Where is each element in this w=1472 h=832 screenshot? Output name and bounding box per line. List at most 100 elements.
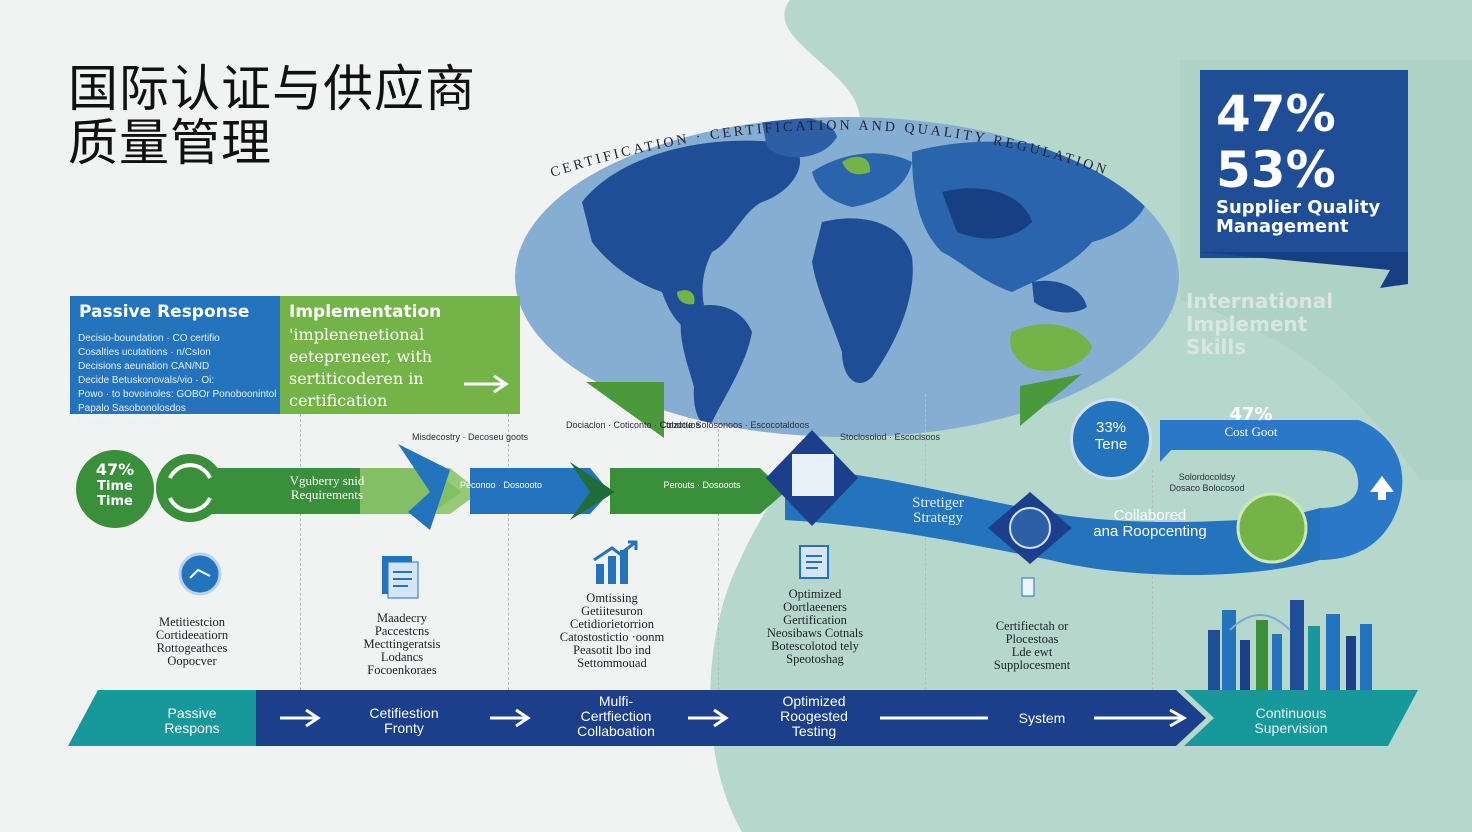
step-line: Oortlaeeners — [783, 600, 847, 614]
time-badge: 47% Time Time — [76, 450, 154, 528]
step-line: Oopocver — [167, 654, 217, 668]
band-item-1: Passive Respons — [132, 706, 252, 736]
green-accent-2 — [677, 290, 695, 305]
clipboard-icon — [799, 545, 829, 579]
collab-line-1: Collabored — [1113, 507, 1187, 524]
arrow-label: Dociaclon · Coticonto · Ctozotuos — [566, 420, 701, 430]
req-line-2: Requirements — [290, 487, 364, 502]
step-line: Getiitesuron — [581, 604, 643, 618]
arrow-right-icon — [1094, 708, 1188, 728]
step-line: Lde ewt — [1011, 645, 1053, 659]
band-middle — [256, 690, 1206, 746]
flow-curve — [1160, 420, 1403, 560]
international-skills-label: International Implement Skills — [1186, 290, 1333, 359]
step-line: Omtissing — [586, 591, 638, 605]
impl-line: certification — [289, 391, 388, 410]
requirements-label: Vguberry snid Requirements — [262, 474, 392, 502]
europe — [812, 153, 912, 207]
cost-percent: 47% — [1229, 404, 1273, 425]
asia-dark — [942, 188, 1032, 239]
title-line-1: 国际认证与供应商 — [68, 60, 476, 118]
strategy-label: Stretiger Strategy — [898, 496, 978, 526]
step-line: Metitiestcion — [159, 615, 225, 629]
time-badge-line2: Time — [97, 494, 133, 509]
band-line: Continuous — [1255, 705, 1327, 721]
handshake-circle — [1236, 492, 1308, 564]
cost-line-2: Cost Goot — [1224, 424, 1278, 439]
collaboration-label: Collabored ana Roopcenting — [1070, 508, 1230, 540]
step-label-3: Omtissing Getiitesuron Cetidiorietorrion… — [544, 592, 680, 670]
bottom-band — [68, 690, 1418, 746]
step-line: Speotoshag — [786, 652, 844, 666]
step-label-4: Optimized Oortlaeeners Gertification Neo… — [750, 588, 880, 666]
step-label-2: Maadecry Paccestcns Mecttingeratsis Loda… — [340, 612, 464, 677]
impl-panel-header: Implementation — [289, 302, 442, 322]
step-label-5: Certifiectah or Plocestoas Lde ewt Suppl… — [970, 620, 1094, 672]
flow-blue-chevron — [398, 444, 450, 530]
south-america — [680, 304, 752, 425]
step-line: Maadecry — [377, 611, 427, 625]
guide-line — [300, 414, 301, 690]
arrow-label: Cobdcle Solosonoos · Escocotaldoos — [660, 420, 810, 430]
flow-green-2 — [610, 468, 785, 514]
brain-icon — [1009, 507, 1051, 549]
map-pointer-right — [1020, 374, 1082, 426]
stat-label-1: Supplier Quality — [1216, 197, 1381, 218]
implementation-panel: Implementation 'implenenetional eetepren… — [280, 296, 520, 414]
impl-line: 'implenenetional — [289, 325, 425, 344]
guide-line — [718, 414, 719, 690]
impl-line: sertiticoderen in — [289, 369, 424, 388]
step-line: Plocestoas — [1005, 632, 1059, 646]
world-map: CERTIFICATION · CERTIFICATION AND QUALIT… — [515, 117, 1179, 437]
strategy-line-2: Strategy — [913, 510, 963, 526]
step-line: Botescolotod tely — [771, 639, 859, 653]
step-line: Catostostictio ·oonm — [559, 630, 665, 644]
arrow-label: Stoclosolod · Escoclsoos — [840, 432, 941, 442]
step-line: Paccestcns — [374, 624, 430, 638]
certificate-icon — [1021, 577, 1035, 597]
intl-line-3: Skills — [1186, 335, 1247, 359]
arrow-right-icon — [280, 708, 321, 728]
step-line: Mecttingeratsis — [363, 637, 441, 651]
arrow-right-icon — [688, 708, 729, 728]
step-line: Focoenkoraes — [367, 663, 437, 677]
step-line: Rottogeathces — [156, 641, 228, 655]
band-line: Mulfi- — [598, 693, 634, 709]
flow-lightgreen — [360, 468, 480, 514]
passive-line: Decisions aeunation CAN/ND — [78, 361, 210, 372]
arrow-label: Misdecostry · Decoseu goots — [412, 432, 529, 442]
arrow-label: Perouts · Dosooots — [663, 480, 741, 490]
africa — [812, 218, 913, 383]
asia — [912, 141, 1149, 292]
stat-value-1: 47% — [1216, 85, 1336, 143]
bubble-line-1: 33% — [1095, 419, 1127, 436]
stat-value-2: 53% — [1216, 141, 1336, 199]
guide-line — [1152, 470, 1153, 690]
band-line: Passive — [167, 705, 217, 721]
band-line: Supervision — [1254, 720, 1328, 736]
band-line: Fronty — [384, 720, 424, 736]
bubble-line-2: Tene — [1094, 436, 1128, 453]
passive-line: Desobos GoBotob — [78, 417, 160, 428]
city-skyline-icon — [1208, 600, 1372, 690]
sub-note-line-1: Solordocoldsy — [1178, 472, 1236, 482]
band-item-2: Cetifiestion Fronty — [334, 706, 474, 736]
australia — [1010, 324, 1092, 371]
page-title: 国际认证与供应商 质量管理 — [68, 62, 548, 170]
step-line: Lodancs — [380, 650, 424, 664]
band-start — [68, 690, 258, 746]
southeast-asia — [1032, 280, 1087, 313]
sub-note-line-2: Dosaco Bolocosod — [1169, 483, 1245, 493]
strategy-line-1: Stretiger — [912, 495, 964, 511]
band-line: Optimized — [782, 693, 846, 709]
impl-line: eetepreneer, with — [289, 347, 433, 366]
flow-curve-arrow-head — [1160, 420, 1190, 462]
passive-line: Decisio-boundation · CO certifio — [78, 333, 220, 344]
badge-ribbon — [1200, 252, 1408, 288]
map-pointer-left — [586, 382, 664, 438]
passive-panel-header: Passive Response — [79, 302, 250, 322]
band-line: Collaboation — [577, 723, 655, 739]
step-line: Cetidiorietorrion — [569, 617, 654, 631]
sub-note: Solordocoldsy Dosaco Bolocosod — [1152, 472, 1262, 494]
growth-chart-icon — [593, 540, 638, 584]
